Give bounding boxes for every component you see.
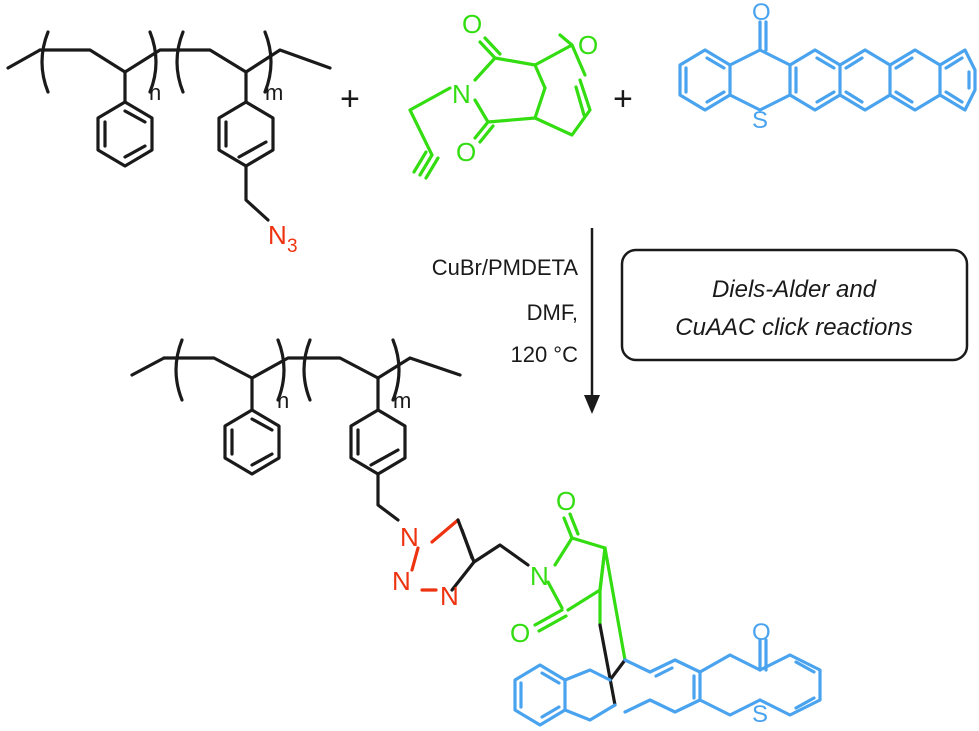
thioether-s-label: S: [752, 107, 768, 134]
product-imide-o-top: O: [556, 486, 576, 516]
polystyrene-azide-copolymer: [6, 30, 332, 222]
imide-o-top: O: [462, 9, 482, 39]
plus-sign-1: +: [340, 80, 360, 118]
azide-n-label: N: [268, 220, 287, 250]
product-ketone-o: O: [752, 619, 771, 646]
methylene-linker: [472, 543, 530, 567]
triazole-n2: N: [392, 566, 411, 596]
bridge-o-label: O: [578, 30, 598, 60]
condition-solvent: DMF,: [527, 300, 578, 325]
reaction-type-line2: CuAAC click reactions: [675, 314, 912, 341]
plus-sign-2: +: [613, 80, 633, 118]
ketone-o-label: O: [752, 0, 771, 26]
azide-subscript: 3: [287, 236, 298, 257]
product-thioether-s: S: [752, 701, 768, 728]
imide-n-label: N: [452, 79, 471, 109]
imide-o-bottom: O: [456, 137, 476, 167]
product-imide-n: N: [530, 561, 549, 591]
reaction-type-box: [620, 248, 969, 362]
reaction-type-line1: Diels-Alder and: [712, 276, 877, 303]
condition-catalyst: CuBr/PMDETA: [432, 255, 579, 280]
triazole-ring: [410, 518, 476, 592]
condition-temperature: 120 °C: [510, 342, 578, 367]
triazole-n1: N: [400, 522, 419, 552]
product-subscript-m: m: [393, 388, 411, 413]
thiopentacenone: [678, 20, 977, 112]
subscript-m: m: [265, 80, 283, 105]
product-polymer-backbone: [130, 338, 462, 522]
product-anthracene-adduct: [513, 623, 822, 727]
product-imide: [533, 512, 627, 662]
triazole-n3: N: [440, 581, 459, 611]
subscript-n: n: [149, 80, 161, 105]
reaction-arrow-head: [584, 395, 600, 414]
product-subscript-n: n: [277, 388, 289, 413]
propargyl-oxanorbornene-imide: [408, 33, 592, 180]
product-imide-o-bottom: O: [510, 618, 530, 648]
